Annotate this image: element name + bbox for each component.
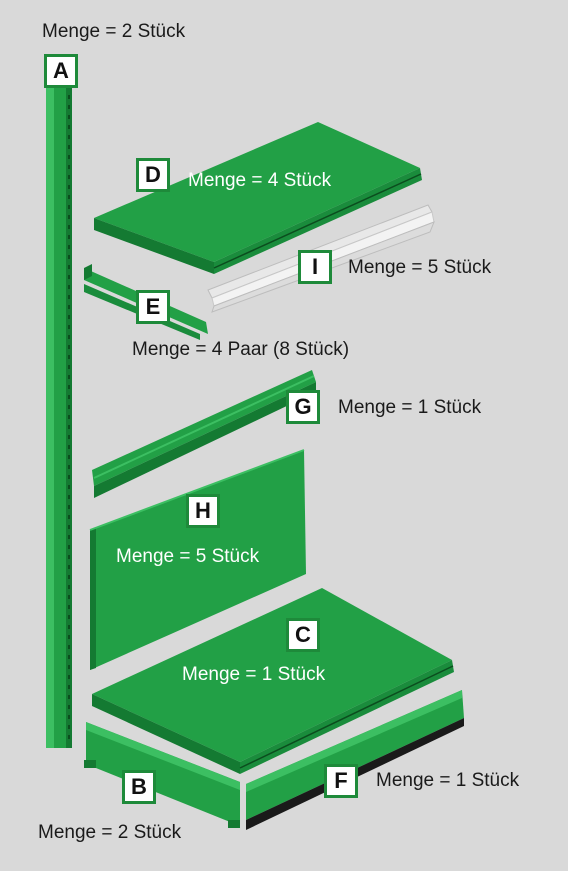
part-a-upright: [46, 80, 72, 748]
quantity-i: Menge = 5 Stück: [348, 257, 492, 278]
quantity-d: Menge = 4 Stück: [188, 170, 332, 191]
quantity-h: Menge = 5 Stück: [116, 546, 260, 567]
quantity-f: Menge = 1 Stück: [376, 770, 520, 791]
tag-f: F: [324, 764, 358, 798]
tag-a: A: [44, 54, 78, 88]
quantity-g: Menge = 1 Stück: [338, 397, 482, 418]
part-h-back-panel: [89, 449, 306, 670]
quantity-e: Menge = 4 Paar (8 Stück): [132, 339, 350, 360]
tag-d: D: [136, 158, 170, 192]
part-d-shelf: [94, 122, 422, 274]
tag-h: H: [186, 494, 220, 528]
tag-g: G: [286, 390, 320, 424]
quantity-c: Menge = 1 Stück: [182, 664, 326, 685]
tag-i: I: [298, 250, 332, 284]
part-g-top-panel: [92, 370, 316, 498]
part-c-base-shelf: [92, 588, 454, 774]
tag-c: C: [286, 618, 320, 652]
part-b-base-brackets: [84, 722, 240, 828]
quantity-a: Menge = 2 Stück: [42, 21, 186, 42]
tag-e: E: [136, 290, 170, 324]
tag-b: B: [122, 770, 156, 804]
quantity-b: Menge = 2 Stück: [38, 822, 182, 843]
